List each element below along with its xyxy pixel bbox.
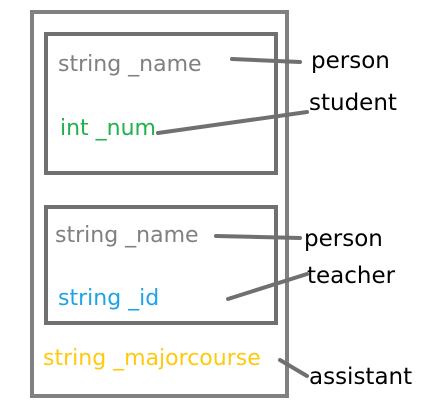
connector-person-2 [214, 234, 302, 240]
teacher-id-field: string _id [58, 286, 160, 311]
connector-teacher [226, 272, 309, 301]
teacher-name-field: string _name [55, 223, 199, 248]
assistant-majorcourse-field: string _majorcourse [43, 346, 261, 371]
label-person-2: person [304, 226, 383, 252]
teacher-subobject-box [44, 205, 278, 325]
label-assistant: assistant [309, 364, 413, 390]
label-student: student [309, 90, 397, 116]
connector-student [156, 110, 309, 135]
student-subobject-box [44, 32, 278, 175]
assistant-object-box [30, 10, 289, 398]
label-person-1: person [311, 48, 390, 74]
label-teacher: teacher [307, 263, 396, 289]
connector-person-1 [230, 57, 302, 64]
student-num-field: int _num [60, 116, 156, 141]
connector-assistant [278, 358, 309, 378]
student-name-field: string _name [58, 52, 202, 77]
